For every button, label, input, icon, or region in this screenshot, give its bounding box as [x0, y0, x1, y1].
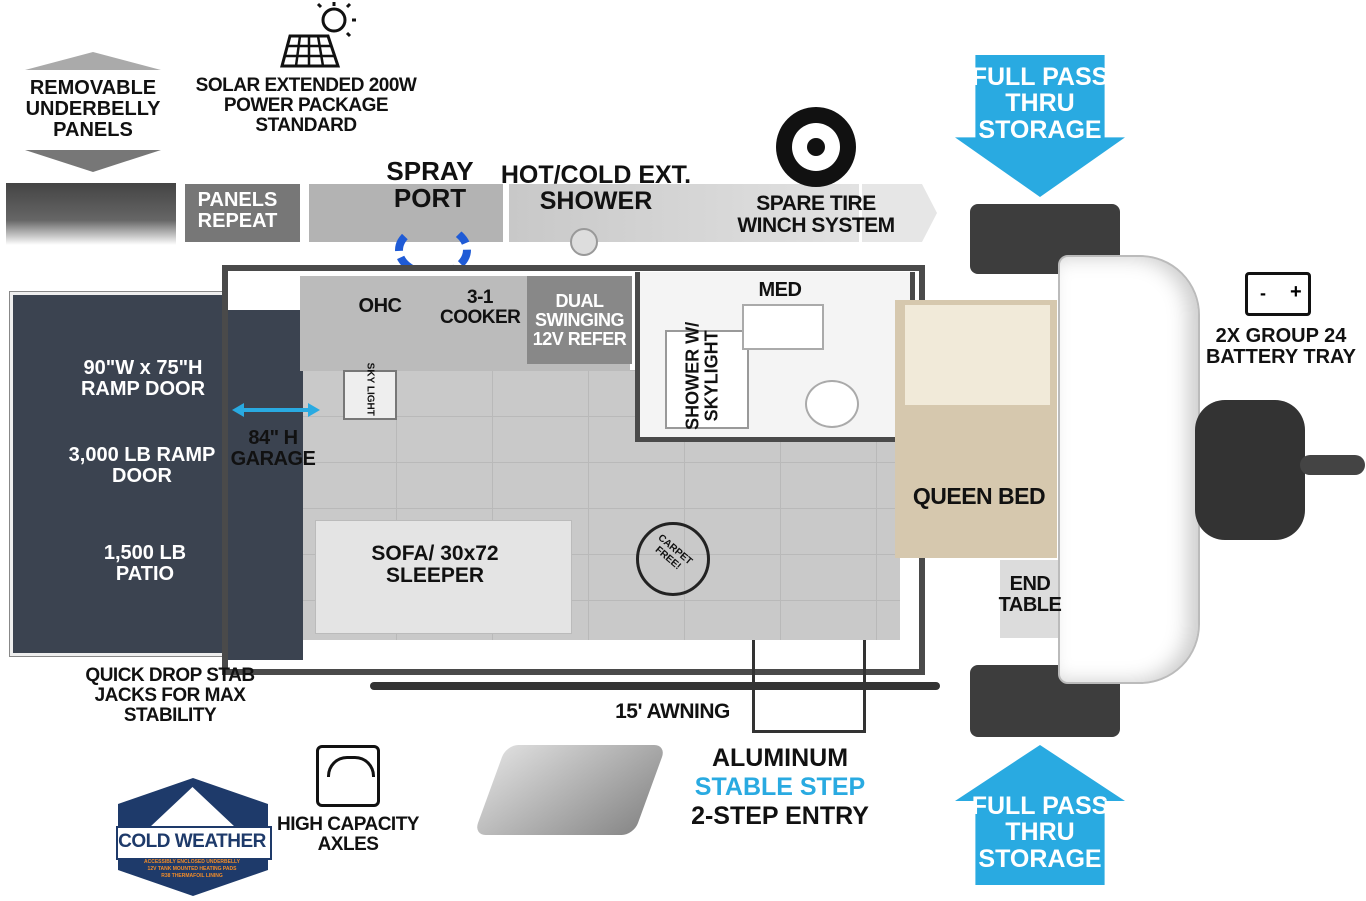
bed-label: QUEEN BED	[912, 483, 1046, 509]
step	[752, 640, 866, 733]
axles-label: HIGH CAPACITY AXLES	[277, 814, 419, 855]
end-table-label: END TABLE	[998, 573, 1062, 616]
awning-label: 15' AWNING	[615, 700, 730, 723]
skylight	[343, 370, 397, 420]
d-ring-icon	[473, 745, 667, 835]
pass-thru-top-label: FULL PASS THRU STORAGE	[971, 63, 1109, 144]
sink	[742, 304, 824, 350]
underbelly-panels	[6, 183, 176, 245]
spray-port-label: SPRAY PORT	[386, 156, 474, 214]
panel-strip	[509, 184, 859, 242]
garage-wall	[228, 310, 303, 660]
shower-head-icon	[570, 228, 598, 256]
ramp-size-label: 90"W x 75"H RAMP DOOR	[80, 357, 206, 400]
badge-title-box	[116, 826, 272, 860]
axle-bar	[370, 682, 940, 690]
end-table	[1000, 560, 1058, 638]
refer-label: DUAL SWINGING 12V REFER	[532, 291, 627, 349]
down-arrow-icon	[25, 150, 161, 172]
pillows	[905, 305, 1050, 405]
floor	[300, 370, 900, 640]
shower	[665, 330, 749, 429]
battery-icon: - +	[1245, 272, 1311, 316]
hitch-coupler	[1300, 455, 1365, 475]
patio-label: 1,500 LB PATIO	[103, 542, 187, 585]
step-line1: ALUMINUM	[711, 744, 849, 772]
shower-label: SHOWER W/ SKYLIGHT	[682, 321, 722, 430]
ramp-door	[10, 292, 231, 656]
garage-label: 84" H GARAGE	[230, 427, 316, 470]
sofa-label: SOFA/ 30x72 SLEEPER	[371, 542, 499, 588]
carpet-free-stamp	[636, 522, 710, 596]
minus-symbol: -	[1260, 283, 1266, 303]
spare-tire-icon	[776, 107, 856, 187]
badge-title: COLD WEATHER	[118, 831, 266, 852]
ext-shower-label: HOT/COLD EXT. SHOWER	[500, 161, 692, 216]
up-arrow-icon	[25, 52, 161, 70]
hitch-tongue	[1195, 400, 1305, 540]
battery-label: 2X GROUP 24 BATTERY TRAY	[1205, 325, 1357, 368]
spare-tire-label: SPARE TIRE WINCH SYSTEM	[737, 192, 895, 238]
axle-scale-icon	[316, 745, 380, 807]
panel-strip-arrow	[862, 184, 937, 242]
skylight-label: SKY LIGHT	[364, 362, 376, 416]
underbelly-label: REMOVABLE UNDERBELLY PANELS	[25, 77, 161, 141]
med-label: MED	[758, 279, 802, 301]
step-line2: STABLE STEP	[694, 773, 866, 801]
badge-line3: R38 THERMAFOIL LINING	[161, 873, 223, 879]
pass-thru-bottom-label: FULL PASS THRU STORAGE	[971, 792, 1109, 873]
solar-label: SOLAR EXTENDED 200W POWER PACKAGE STANDA…	[195, 75, 417, 136]
plus-symbol: +	[1290, 281, 1302, 303]
garage-arrow-icon	[232, 403, 320, 417]
ohc-label: OHC	[358, 295, 402, 317]
front-cap	[1058, 255, 1200, 684]
sofa	[315, 520, 572, 634]
solar-panel-icon	[272, 0, 362, 70]
ramp-weight-label: 3,000 LB RAMP DOOR	[68, 444, 216, 487]
step-line3: 2-STEP ENTRY	[691, 802, 869, 830]
cooker-label: 3-1 COOKER	[440, 287, 521, 328]
badge-line1: ACCESSIBLY ENCLOSED UNDERBELLY	[144, 859, 240, 865]
panels-repeat-label: PANELS REPEAT	[197, 189, 278, 232]
badge-line2: 12V TANK MOUNTED HEATING PADS	[147, 866, 237, 872]
stab-jacks-label: QUICK DROP STAB JACKS FOR MAX STABILITY	[85, 665, 255, 726]
toilet-icon	[805, 380, 859, 428]
refer	[527, 276, 632, 364]
panels-repeat-box	[185, 184, 300, 242]
